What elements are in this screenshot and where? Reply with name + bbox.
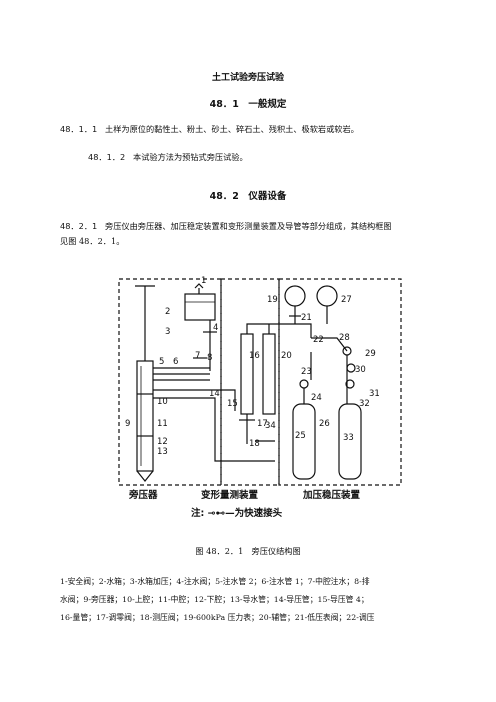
part-label: 26 <box>319 419 330 429</box>
figure-legend: 1-安全阀；2-水箱；3-水箱加压；4-注水阀；5-注水管 2；6-注水管 1；… <box>60 573 450 627</box>
group-label-pressure: 加压稳压装置 <box>302 489 361 501</box>
part-label: 7 <box>195 351 200 361</box>
clause-number: 48．1．2 <box>88 152 126 162</box>
pressure-group-box <box>278 278 402 486</box>
gas-bottle-1 <box>292 403 316 480</box>
measure-tube-aux <box>262 333 276 415</box>
clause-line-1: 48．2．1 旁压仪由旁压器、加压稳定装置和变形测量装置及导管等部分组成，其结构… <box>60 219 460 234</box>
part-label: 17 <box>257 419 268 429</box>
part-label: 9 <box>125 419 130 429</box>
part-label: 30 <box>355 365 366 375</box>
gas-bottle-2 <box>338 403 362 480</box>
part-label: 1 <box>201 276 206 286</box>
probe-body <box>136 360 154 472</box>
pressure-gauge-high-icon <box>316 285 338 307</box>
page-title: 土工试验旁压试验 <box>211 73 284 83</box>
measure-tube-main <box>240 333 254 415</box>
group-label-measure: 变形量测装置 <box>201 489 259 501</box>
part-labels: 1 2 3 4 5 6 7 8 9 10 11 12 13 14 15 16 1… <box>125 276 380 457</box>
bottle-valve-2-icon <box>345 379 355 389</box>
part-label: 34 <box>265 421 276 431</box>
part-label: 6 <box>173 357 178 367</box>
clause-line-2: 见图 48．2．1。 <box>60 236 125 246</box>
probe-group-box <box>118 278 222 486</box>
part-label: 15 <box>227 399 238 409</box>
part-label: 12 <box>157 437 168 447</box>
figure-note: 注: ⊸⊷—为快速接头 <box>191 507 283 519</box>
part-label: 3 <box>165 327 170 337</box>
part-label: 25 <box>295 431 306 441</box>
legend-line: 16-量管；17-调零阀；18-测压阀；19-600kPa 压力表；20-辅管；… <box>60 613 375 622</box>
clause-number: 48．2．1 <box>60 221 98 231</box>
pressuremeter-diagram: 1 2 3 4 5 6 7 8 9 10 11 12 13 14 15 16 1… <box>118 276 402 519</box>
clause-text: 本试验方法为预钻式旁压试验。 <box>133 152 248 162</box>
pressure-gauge-600kpa-icon <box>284 285 306 307</box>
part-label: 8 <box>207 353 212 363</box>
part-label: 11 <box>157 419 168 429</box>
part-label: 32 <box>359 399 370 409</box>
part-label: 5 <box>159 357 164 367</box>
part-label: 20 <box>281 351 292 361</box>
part-label: 4 <box>213 323 218 333</box>
part-label: 27 <box>341 295 352 305</box>
measure-group-box <box>220 278 280 486</box>
part-label: 13 <box>157 447 168 457</box>
part-label: 21 <box>301 313 312 323</box>
group-label-probe: 旁压器 <box>128 489 158 501</box>
part-label: 23 <box>301 367 312 377</box>
clause-number: 48．1．1 <box>60 124 98 134</box>
bottle-valve-1-icon <box>299 379 309 389</box>
part-label: 29 <box>365 349 376 359</box>
section-heading-equipment: 48．2 仪器设备 <box>209 191 287 202</box>
part-label: 22 <box>313 335 324 345</box>
legend-line: 1-安全阀；2-水箱；3-水箱加压；4-注水阀；5-注水管 2；6-注水管 1；… <box>60 577 370 586</box>
part-label: 28 <box>339 333 350 343</box>
figure-caption: 图 48．2．1 旁压仪结构图 <box>195 546 301 556</box>
safety-valve-icon <box>194 283 204 289</box>
clause-text: 土样为原位的黏性土、粉土、砂土、碎石土、残积土、极软岩或软岩。 <box>105 124 359 134</box>
part-label: 19 <box>267 295 278 305</box>
clause-text: 旁压仪由旁压器、加压稳定装置和变形测量装置及导管等部分组成，其结构框图 <box>105 221 392 231</box>
section-heading-general: 48．1 一般规定 <box>209 99 287 110</box>
part-label: 18 <box>249 439 260 449</box>
probe-tip <box>136 470 154 482</box>
paragraph-48-1-2: 48．1．2 本试验方法为预钻式旁压试验。 <box>88 150 468 165</box>
paragraph-48-1-1: 48．1．1 土样为原位的黏性土、粉土、砂土、碎石土、残积土、极软岩或软岩。 <box>60 122 460 137</box>
part-label: 31 <box>369 389 380 399</box>
legend-line: 水阀；9-旁压器；10-上腔；11-中腔；12-下腔；13-导水管；14-导压管… <box>60 595 369 604</box>
part-label: 33 <box>343 433 354 443</box>
regulator-2-icon <box>346 363 356 373</box>
water-tank <box>184 293 216 321</box>
part-label: 24 <box>311 393 322 403</box>
part-label: 14 <box>209 389 220 399</box>
paragraph-48-2-1: 48．2．1 旁压仪由旁压器、加压稳定装置和变形测量装置及导管等部分组成，其结构… <box>60 219 460 249</box>
part-label: 10 <box>157 397 168 407</box>
part-label: 2 <box>165 307 170 317</box>
part-label: 16 <box>249 351 260 361</box>
